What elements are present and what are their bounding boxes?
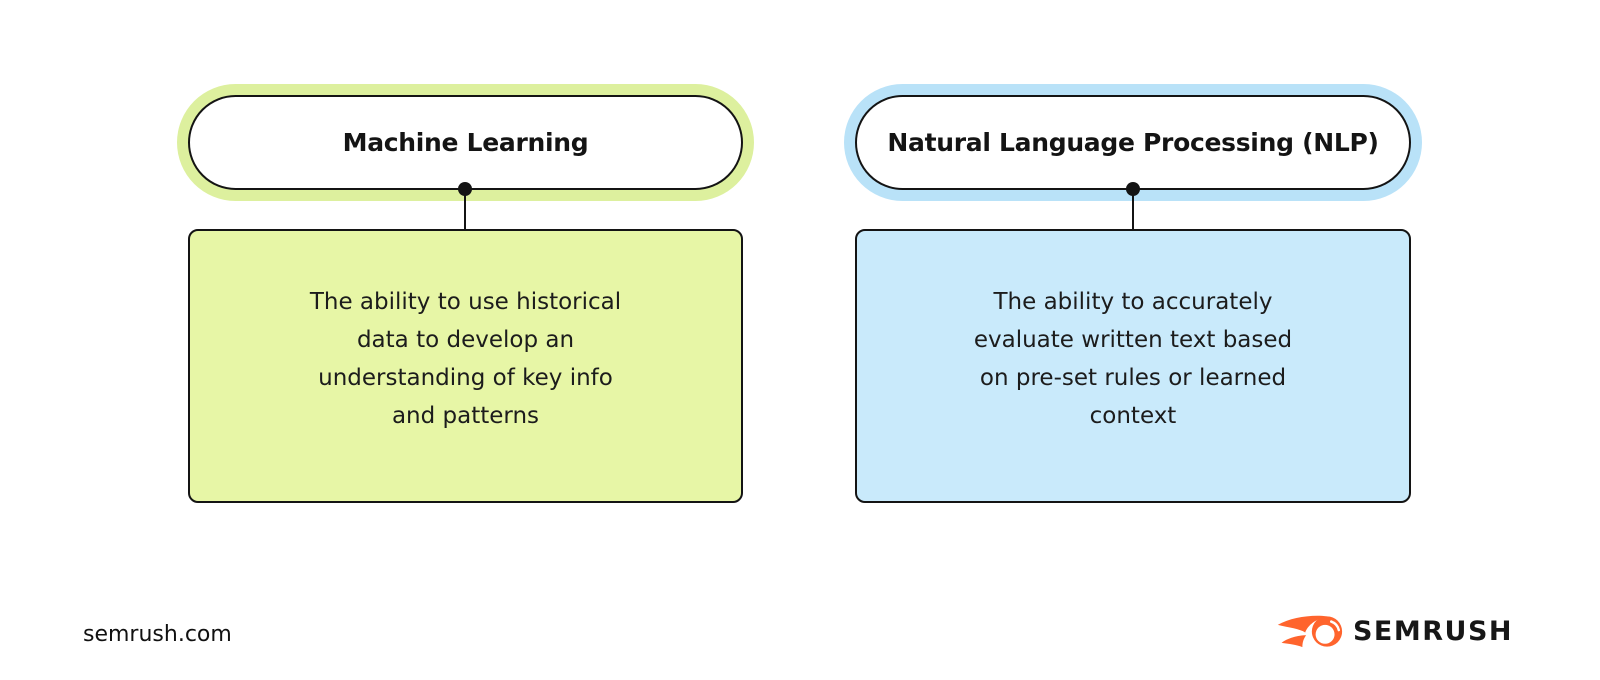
machine-learning-connector-dot	[458, 182, 472, 196]
machine-learning-title: Machine Learning	[342, 128, 589, 157]
nlp-title: Natural Language Processing (NLP)	[887, 128, 1379, 157]
definition-line: data to develop an	[356, 327, 575, 353]
definition-line: The ability to use historical	[309, 289, 622, 315]
nlp-connector-line	[1132, 189, 1134, 231]
definition-line: context	[1089, 403, 1177, 429]
nlp-connector-dot	[1126, 182, 1140, 196]
nlp-pill: Natural Language Processing (NLP)	[855, 95, 1411, 190]
semrush-flame-icon	[1277, 615, 1343, 648]
source-url-label: semrush.com	[83, 622, 232, 647]
machine-learning-connector-line	[464, 189, 466, 231]
definition-line: and patterns	[391, 403, 540, 429]
machine-learning-pill-glow: Machine Learning	[177, 84, 754, 201]
nlp-definition-box: The ability to accurately evaluate writt…	[855, 229, 1411, 503]
machine-learning-pill: Machine Learning	[188, 95, 743, 190]
definition-line: The ability to accurately	[993, 289, 1273, 315]
semrush-logo: SEMRUSH	[1274, 615, 1513, 648]
semrush-wordmark: SEMRUSH	[1352, 616, 1513, 647]
definition-line: on pre-set rules or learned	[979, 365, 1287, 391]
machine-learning-definition-box: The ability to use historical data to de…	[188, 229, 743, 503]
definition-line: understanding of key info	[318, 365, 613, 391]
definition-line: evaluate written text based	[973, 327, 1293, 353]
